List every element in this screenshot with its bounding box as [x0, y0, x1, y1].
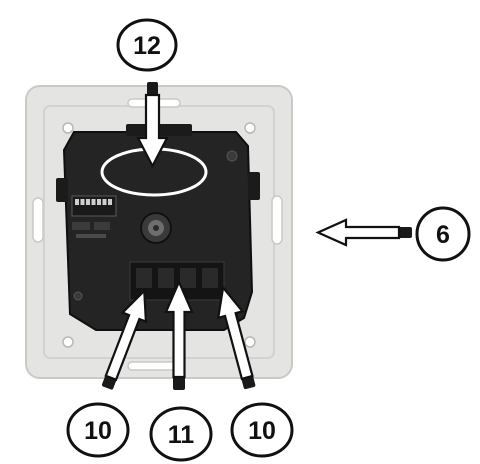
frame-hole-bottom-right — [245, 337, 255, 347]
callout-11-label: 11 — [168, 421, 195, 449]
callout-10-right-label: 10 — [248, 417, 276, 445]
callout-10-left-label: 10 — [84, 417, 112, 445]
callout-6-label: 6 — [436, 221, 450, 249]
callout-6: 6 — [417, 208, 469, 260]
module-left-tab — [56, 178, 68, 202]
callout-11: 11 — [151, 408, 211, 460]
frame-hole-top-right — [245, 123, 255, 133]
callout-10-left: 10 — [68, 404, 128, 456]
frame-slot-bottom — [128, 362, 180, 370]
rotary-knob — [141, 213, 171, 243]
arrow-6 — [318, 220, 412, 245]
frame-hole-top-left — [63, 123, 73, 133]
module-right-tab — [248, 172, 260, 200]
frame-slot-left — [33, 198, 43, 242]
screw-top-right — [227, 151, 237, 161]
screw-bottom-left — [74, 292, 82, 300]
callout-12: 12 — [118, 20, 176, 70]
frame-hole-bottom-left — [63, 337, 73, 347]
callout-12-label: 12 — [133, 32, 161, 60]
callout-10-right: 10 — [232, 404, 292, 456]
frame-slot-right — [272, 196, 282, 244]
